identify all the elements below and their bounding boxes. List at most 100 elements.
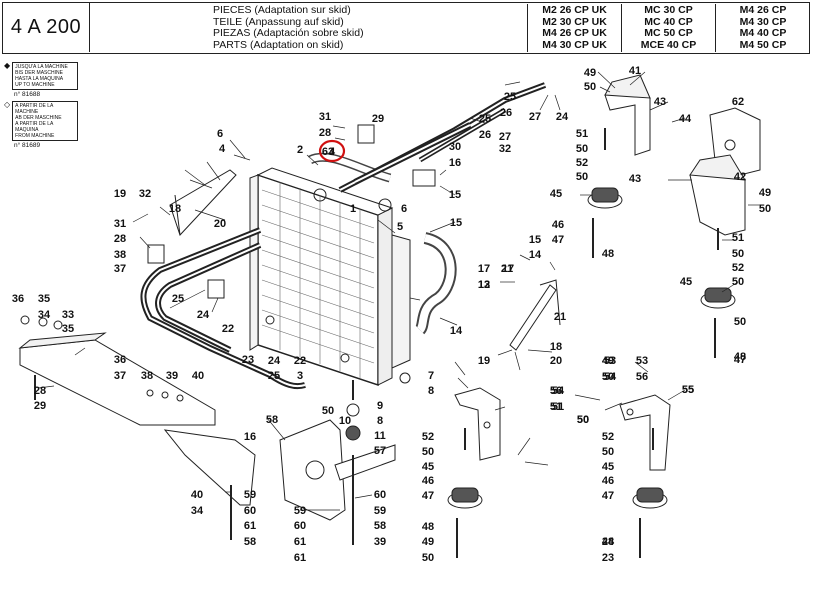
part-callout: 17	[502, 263, 514, 275]
part-callout: 39	[374, 536, 386, 548]
part-callout: 40	[191, 489, 203, 501]
part-callout: 29	[34, 400, 46, 412]
part-callout: 61	[294, 536, 306, 548]
part-callout: 47	[422, 490, 434, 502]
part-callout: 7	[428, 370, 434, 382]
part-callout: 47	[734, 354, 746, 366]
part-callout: 46	[422, 475, 434, 487]
part-callout: 50	[577, 414, 589, 426]
part-callout: 42	[734, 171, 746, 183]
part-callout: 48	[602, 536, 614, 548]
leader-lines	[37, 71, 760, 511]
part-callout: 36	[114, 354, 126, 366]
part-callout: 63	[322, 146, 334, 158]
highlight-circle	[318, 139, 346, 163]
center-support-57	[279, 419, 396, 521]
part-callout: 52	[576, 157, 588, 169]
part-callout: 59	[374, 505, 386, 517]
part-callout: 50	[422, 552, 434, 564]
model: M4 50 CP	[739, 38, 787, 51]
part-callout: 51	[550, 401, 562, 413]
part-callout: 49	[602, 355, 614, 367]
part-callout: 50	[584, 81, 596, 93]
part-callout: 20	[214, 218, 226, 230]
description-de: TEILE (Anpassung auf skid)	[213, 15, 344, 28]
radiator	[249, 167, 411, 387]
filled-diamond-icon: ◆	[4, 61, 11, 70]
part-callout: 45	[602, 461, 614, 473]
part-callout: 54	[604, 371, 617, 383]
part-callout: 49	[422, 536, 434, 548]
part-callout: 34	[191, 505, 204, 517]
part-callout: 9	[377, 400, 383, 412]
part-callout: 59	[244, 489, 256, 501]
part-callout: 24	[197, 309, 210, 321]
part-callout: 58	[244, 536, 256, 548]
part-callout: 15	[449, 189, 461, 201]
part-callout: 53	[604, 355, 616, 367]
part-callout: 43	[654, 96, 666, 108]
part-callout: 4	[219, 143, 226, 155]
part-callout: 50	[576, 143, 588, 155]
skid-hardware	[20, 188, 392, 441]
part-callout: 24	[602, 536, 615, 548]
part-callout: 46	[552, 219, 564, 231]
studs-51	[464, 128, 719, 450]
outline-diamond-icon: ◇	[4, 100, 11, 109]
part-callout: 33	[62, 309, 74, 321]
note-line: UP TO MACHINE	[15, 82, 55, 88]
part-callout: 14	[529, 249, 542, 261]
part-callout: 32	[499, 143, 511, 155]
part-callout: 18	[169, 203, 181, 215]
part-callout: 35	[62, 323, 74, 335]
part-callout: 50	[602, 371, 614, 383]
engine-mount-bracket-53-right	[619, 394, 671, 471]
part-callout: 49	[584, 67, 596, 79]
part-callout: 56	[550, 385, 562, 397]
part-callout: 46	[602, 475, 614, 487]
diagram-drawing	[18, 71, 761, 558]
part-callout: 61	[294, 552, 306, 564]
part-callout: 11	[374, 430, 386, 442]
part-callout: 48	[734, 351, 746, 363]
model: M4 26 CP	[739, 4, 787, 16]
part-description: PIECES (Adaptation sur skid) TEILE (Anpa…	[213, 4, 364, 51]
part-callout: 25	[504, 91, 516, 103]
part-callout: 20	[550, 355, 562, 367]
bracket-42	[689, 154, 746, 236]
part-callout: 35	[38, 293, 50, 305]
part-callout: 61	[244, 520, 256, 532]
part-callout: 51	[732, 232, 744, 244]
part-callout: 52	[422, 431, 434, 443]
part-callout: 25	[479, 113, 491, 125]
bolts-46-47	[34, 218, 716, 558]
support-bracket-12	[509, 279, 561, 351]
parts-header: 4 A 200 PIECES (Adaptation sur skid) TEI…	[2, 2, 810, 54]
part-callout: 48	[422, 521, 434, 533]
model-table: M2 26 CP UK M2 30 CP UK M4 26 CP UK M4 3…	[527, 4, 810, 52]
note-line: BIS DER MASCHINE	[15, 70, 63, 76]
part-callout: 36	[12, 293, 24, 305]
part-callout: 6	[217, 128, 223, 140]
right-hose	[414, 232, 457, 335]
part-callout: 43	[629, 173, 641, 185]
part-callout: 50	[422, 446, 434, 458]
part-callout: 56	[636, 371, 648, 383]
note-line: HASTA LA MAQUINA	[15, 76, 64, 82]
part-callout: 31	[319, 111, 331, 123]
model-column-3: M4 26 CP M4 30 CP M4 40 CP M4 50 CP	[716, 4, 810, 52]
part-callout: 45	[422, 461, 434, 473]
model: M4 30 CP	[739, 15, 787, 28]
model: M4 40 CP	[739, 27, 787, 39]
part-callout: 30	[449, 141, 461, 153]
part-callout: 34	[38, 309, 51, 321]
part-callout: 26	[479, 129, 491, 141]
part-callout: 19	[114, 188, 126, 200]
part-callout: 23	[242, 354, 254, 366]
left-hoses	[140, 227, 306, 390]
model: MC 50 CP	[644, 27, 693, 39]
part-callout: 21	[501, 263, 513, 275]
part-callout: 55	[682, 384, 694, 396]
